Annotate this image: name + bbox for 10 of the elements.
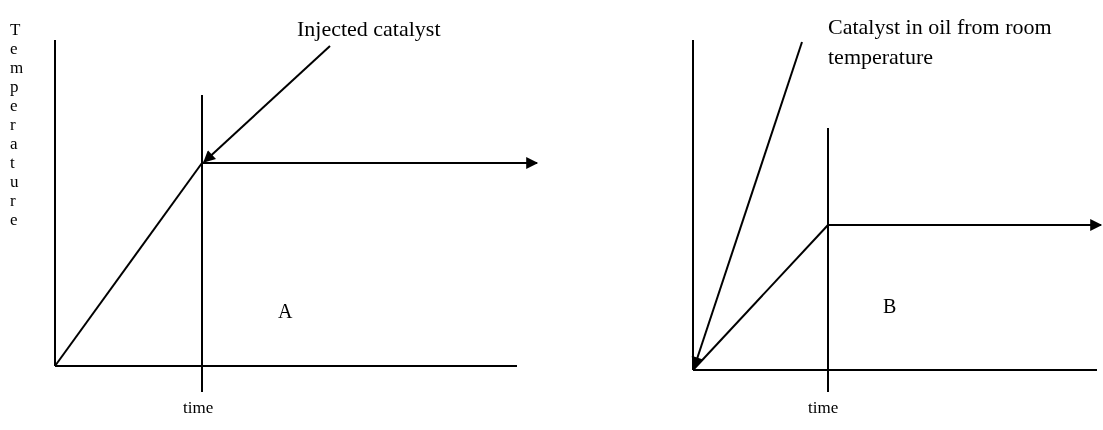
heating-curve bbox=[692, 224, 829, 371]
axis-label: time bbox=[808, 398, 839, 417]
leader-line bbox=[203, 45, 331, 163]
panel-label: A bbox=[278, 302, 293, 321]
annotation-text: Injected catalyst bbox=[297, 14, 497, 44]
axis-label: time bbox=[183, 398, 214, 417]
leader-line bbox=[691, 41, 803, 370]
heating-curve bbox=[54, 162, 203, 367]
annotation-text: Catalyst in oil from room temperature bbox=[828, 12, 1053, 72]
panel-label: B bbox=[883, 297, 897, 316]
